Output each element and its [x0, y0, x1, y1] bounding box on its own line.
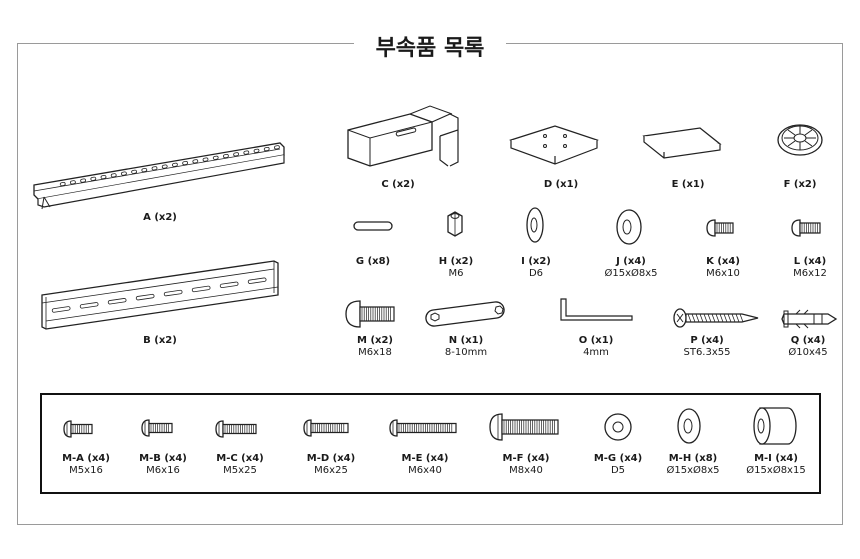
- bolt-mb-label: M-B (x4)M6x16: [139, 453, 187, 476]
- part-q-label: Q (x4)Ø10x45: [788, 335, 828, 358]
- part-h-nut-icon: [445, 210, 465, 238]
- bolt-md-icon: [302, 416, 362, 440]
- part-k-label: K (x4)M6x10: [706, 256, 740, 279]
- part-q-anchor-icon: [778, 306, 842, 332]
- part-p-label: P (x4)ST6.3x55: [683, 335, 731, 358]
- part-p-lag-screw-icon: [672, 306, 762, 330]
- bolt-mg-label: M-G (x4)D5: [593, 453, 643, 476]
- part-i-label: I (x2)D6: [521, 256, 551, 279]
- bolt-mc-icon: [214, 418, 270, 440]
- bolt-mh-label: M-H (x8)Ø15xØ8x5: [666, 453, 720, 476]
- part-b-rail-icon: [38, 255, 283, 335]
- bolt-mf-icon: [488, 410, 576, 444]
- part-d-label: D (x1): [543, 179, 579, 190]
- bolt-me-icon: [388, 416, 470, 440]
- part-d-plate-icon: [505, 118, 605, 173]
- bolt-md-label: M-D (x4)M6x25: [306, 453, 356, 476]
- part-g-label: G (x8): [355, 256, 391, 267]
- part-j-label: J (x4)Ø15xØ8x5: [604, 256, 658, 279]
- part-o-label: O (x1)4mm: [578, 335, 614, 358]
- part-n-label: N (x1)8-10mm: [444, 335, 488, 358]
- bolt-kit-box: [40, 393, 821, 494]
- part-e-plate-icon: [640, 124, 725, 164]
- part-e-label: E (x1): [671, 179, 705, 190]
- part-l-bolt-icon: [790, 218, 832, 238]
- part-m-bolt-icon: [344, 297, 408, 331]
- part-l-label: L (x4)M6x12: [793, 256, 827, 279]
- part-a-label: A (x2): [143, 212, 177, 223]
- part-f-wheel-icon: [775, 122, 825, 158]
- bolt-ma-label: M-A (x4)M5x16: [62, 453, 110, 476]
- bolt-mi-label: M-I (x4)Ø15xØ8x15: [746, 453, 806, 476]
- bolt-mb-icon: [140, 416, 186, 440]
- bolt-mg-washer-icon: [603, 412, 633, 442]
- part-c-bracket-icon: [340, 100, 470, 170]
- bolt-mh-spacer-icon: [676, 406, 702, 446]
- bolt-mi-spacer-icon: [752, 404, 798, 448]
- part-b-label: B (x2): [143, 335, 177, 346]
- part-o-hex-key-icon: [558, 296, 638, 326]
- page-title: 부속품 목록: [0, 30, 860, 62]
- part-k-bolt-icon: [705, 218, 745, 238]
- bolt-mf-label: M-F (x4)M8x40: [502, 453, 550, 476]
- part-j-spacer-icon: [615, 207, 643, 247]
- part-m-label: M (x2)M6x18: [357, 335, 393, 358]
- part-f-label: F (x2): [783, 179, 817, 190]
- part-a-rail-icon: [30, 135, 290, 210]
- bolt-ma-icon: [62, 418, 106, 440]
- bolt-mc-label: M-C (x4)M5x25: [216, 453, 264, 476]
- part-c-label: C (x2): [381, 179, 415, 190]
- part-i-washer-icon: [525, 205, 545, 245]
- bolt-me-label: M-E (x4)M6x40: [401, 453, 449, 476]
- part-n-wrench-icon: [425, 296, 511, 330]
- part-h-label: H (x2)M6: [438, 256, 474, 279]
- part-g-pin-icon: [352, 219, 394, 233]
